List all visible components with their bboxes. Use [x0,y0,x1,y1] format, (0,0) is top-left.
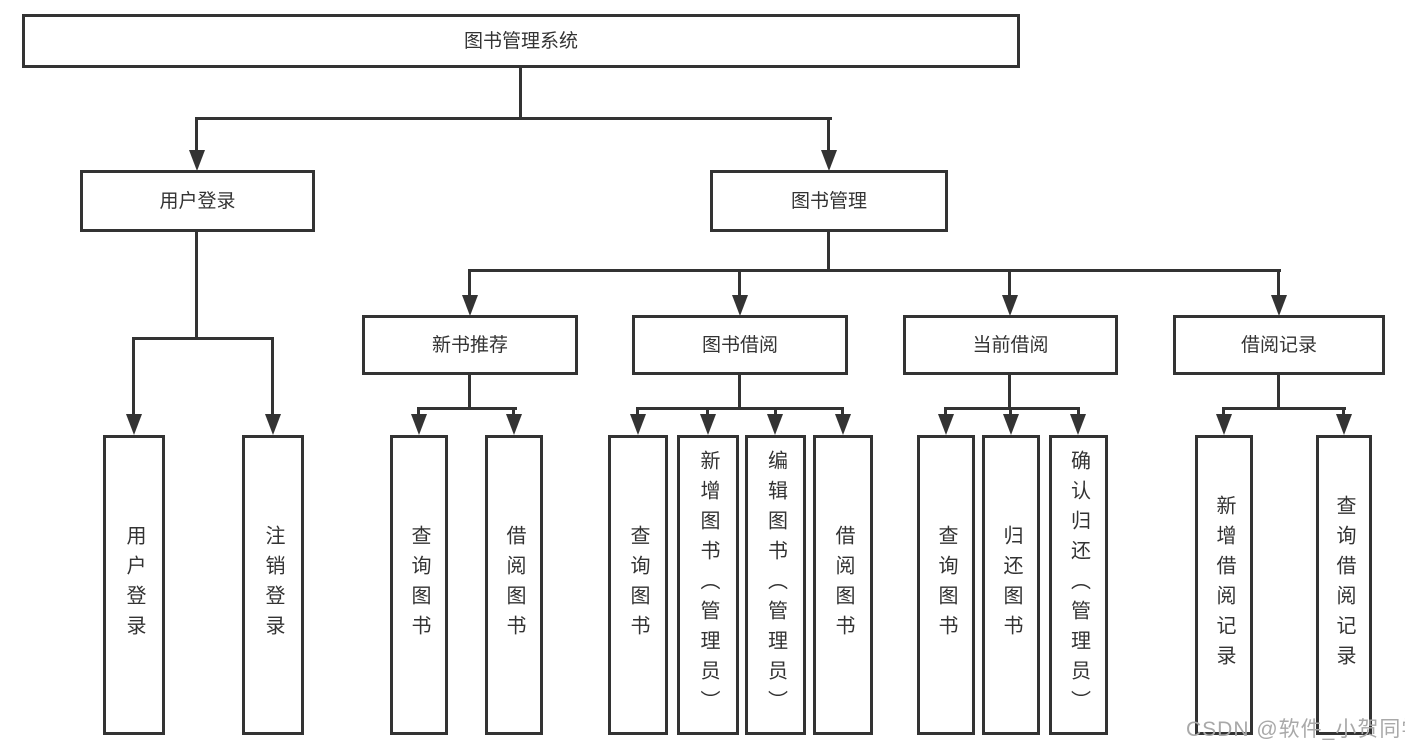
connector-br-drop-2 [1342,407,1345,417]
connector-br-drop-1 [1222,407,1225,417]
leaf-cb-return-books: 归还图书 [982,435,1040,735]
node-new-book-recommend: 新书推荐 [362,315,578,375]
connector-br-stem [1277,375,1280,407]
connector-root-drop-left [195,117,198,153]
arrowhead-down-icon [1336,414,1352,435]
arrowhead-down-icon [1216,414,1232,435]
arrowhead-down-icon [126,414,142,435]
connector-userlogin-drop-1 [132,337,135,417]
arrowhead-down-icon [506,414,522,435]
arrowhead-down-icon [265,414,281,435]
connector-bb-drop-4 [841,407,844,417]
connector-bookmgmt-drop-4 [1277,269,1280,298]
connector-bookmgmt-drop-2 [738,269,741,298]
connector-bb-drop-2 [706,407,709,417]
arrowhead-down-icon [1070,414,1086,435]
connector-root-stem [519,68,522,118]
connector-bb-drop-3 [774,407,777,417]
arrowhead-down-icon [732,295,748,316]
connector-userlogin-hbar [132,337,274,340]
leaf-bb-add-books-admin: 新增图书（管理员） [677,435,739,735]
leaf-bb-edit-books-admin: 编辑图书（管理员） [745,435,806,735]
connector-bb-stem [738,375,741,407]
connector-cb-drop-3 [1077,407,1080,417]
connector-userlogin-stem [195,232,198,337]
connector-bookmgmt-stem [827,232,830,269]
leaf-nbr-borrow-books: 借阅图书 [485,435,543,735]
leaf-bb-borrow-books: 借阅图书 [813,435,873,735]
connector-nbr-drop-2 [512,407,515,417]
leaf-bb-query-books: 查询图书 [608,435,668,735]
connector-nbr-drop-1 [417,407,420,417]
connector-cb-drop-2 [1009,407,1012,417]
leaf-br-query-record: 查询借阅记录 [1316,435,1372,735]
connector-root-hbar [195,117,832,120]
arrowhead-down-icon [700,414,716,435]
connector-userlogin-drop-2 [271,337,274,417]
arrowhead-down-icon [767,414,783,435]
connector-bookmgmt-hbar [468,269,1281,272]
arrowhead-down-icon [1271,295,1287,316]
node-borrow-records: 借阅记录 [1173,315,1385,375]
node-book-borrowing: 图书借阅 [632,315,848,375]
leaf-cb-query-books: 查询图书 [917,435,975,735]
node-book-management: 图书管理 [710,170,948,232]
connector-cb-hbar [944,407,1080,410]
connector-cb-stem [1008,375,1011,407]
connector-root-drop-right [827,117,830,153]
node-current-borrowing: 当前借阅 [903,315,1118,375]
arrowhead-down-icon [821,150,837,171]
leaf-nbr-query-books: 查询图书 [390,435,448,735]
arrowhead-down-icon [189,150,205,171]
leaf-logout: 注销登录 [242,435,304,735]
arrowhead-down-icon [1003,414,1019,435]
leaf-br-add-record: 新增借阅记录 [1195,435,1253,735]
leaf-cb-confirm-return-admin: 确认归还（管理员） [1049,435,1108,735]
connector-bookmgmt-drop-3 [1008,269,1011,298]
node-root: 图书管理系统 [22,14,1020,68]
connector-bb-hbar [636,407,844,410]
connector-bb-drop-1 [636,407,639,417]
arrowhead-down-icon [938,414,954,435]
arrowhead-down-icon [630,414,646,435]
connector-cb-drop-1 [944,407,947,417]
arrowhead-down-icon [1002,295,1018,316]
arrowhead-down-icon [835,414,851,435]
leaf-user-login: 用户登录 [103,435,165,735]
arrowhead-down-icon [411,414,427,435]
connector-nbr-stem [468,375,471,407]
arrowhead-down-icon [462,295,478,316]
node-user-login: 用户登录 [80,170,315,232]
connector-br-hbar [1222,407,1346,410]
connector-nbr-hbar [417,407,517,410]
csdn-watermark: CSDN @软件_小贺同学 [1186,718,1405,741]
connector-bookmgmt-drop-1 [468,269,471,298]
